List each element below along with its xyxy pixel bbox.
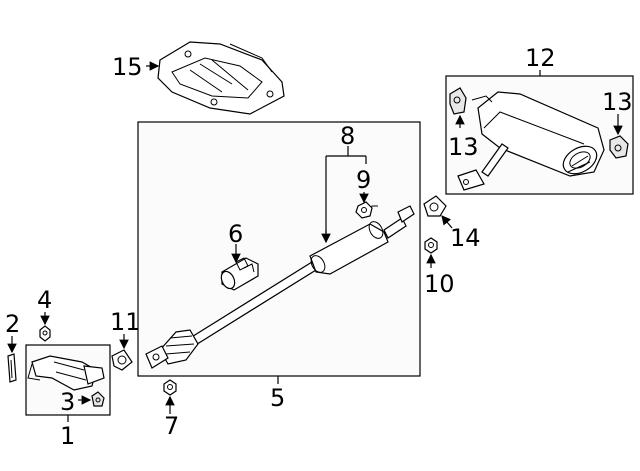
gasket-11 xyxy=(111,349,133,371)
hanger-13-right xyxy=(609,135,629,159)
hanger-3 xyxy=(91,391,105,407)
callout-6: 6 xyxy=(228,220,243,248)
callout-12: 12 xyxy=(525,44,556,72)
nut-7 xyxy=(163,379,177,396)
callout-15: 15 xyxy=(112,53,143,81)
clamp xyxy=(220,257,259,291)
callout-4: 4 xyxy=(37,286,52,314)
callout-5: 5 xyxy=(270,384,285,412)
hanger-13-left xyxy=(449,87,467,115)
callout-3: 3 xyxy=(60,388,75,416)
gasket-2 xyxy=(7,353,17,383)
callout-13-right: 13 xyxy=(602,88,633,116)
nut-10 xyxy=(424,237,438,254)
nut-4 xyxy=(39,325,51,342)
callout-13-left: 13 xyxy=(448,133,479,161)
callout-11: 11 xyxy=(110,308,141,336)
callout-2: 2 xyxy=(5,310,20,338)
callout-7: 7 xyxy=(164,412,179,440)
callout-14: 14 xyxy=(450,224,481,252)
callout-8: 8 xyxy=(340,122,355,150)
callout-1: 1 xyxy=(60,422,75,450)
exhaust-pipe-assembly xyxy=(145,205,415,369)
muffler-assembly xyxy=(457,91,605,191)
callout-9: 9 xyxy=(356,166,371,194)
leader-14 xyxy=(441,215,453,229)
callout-10: 10 xyxy=(424,270,455,298)
gasket-14 xyxy=(423,195,447,217)
front-pipe xyxy=(27,355,105,391)
heat-shield xyxy=(157,41,285,115)
leader-8-bracket xyxy=(325,146,366,240)
